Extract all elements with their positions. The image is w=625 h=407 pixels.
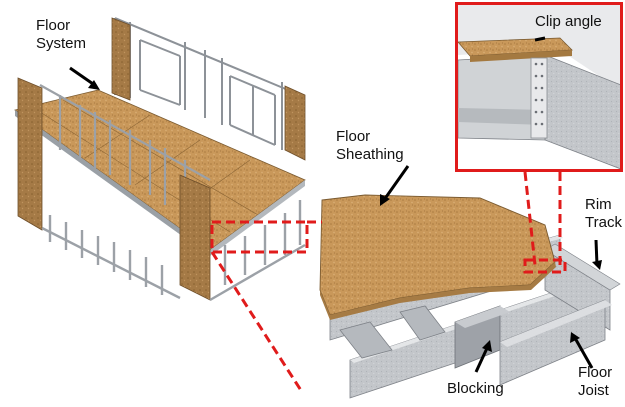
shear-panel-back-right <box>284 85 306 161</box>
floor-detail <box>319 194 621 399</box>
arrow-heads <box>88 80 602 352</box>
floor-sheathing-label: Floor Sheathing <box>336 128 404 163</box>
front-wall <box>39 84 211 215</box>
clip-angle <box>530 57 548 139</box>
blocking-label: Blocking <box>447 380 504 397</box>
clip-angle-inset <box>455 2 623 172</box>
lower-wall <box>41 200 306 302</box>
floor-deck-edge <box>15 110 210 256</box>
back-wall <box>114 17 301 150</box>
inset-frame <box>455 2 623 172</box>
building-model <box>14 17 306 302</box>
floor-system-label: Floor System <box>36 17 87 52</box>
shear-panel-front-left <box>17 77 43 231</box>
clip-angle-label: Clip angle <box>535 13 602 30</box>
rim-track-label: Rim Track <box>585 196 622 231</box>
shear-panel-back-left <box>111 17 131 101</box>
floor-deck-top <box>14 89 306 251</box>
callout-lines <box>210 171 567 393</box>
label-arrows <box>69 36 599 373</box>
shear-panel-front-right <box>179 174 211 301</box>
floor-joist-label: Floor Joist <box>578 364 613 399</box>
